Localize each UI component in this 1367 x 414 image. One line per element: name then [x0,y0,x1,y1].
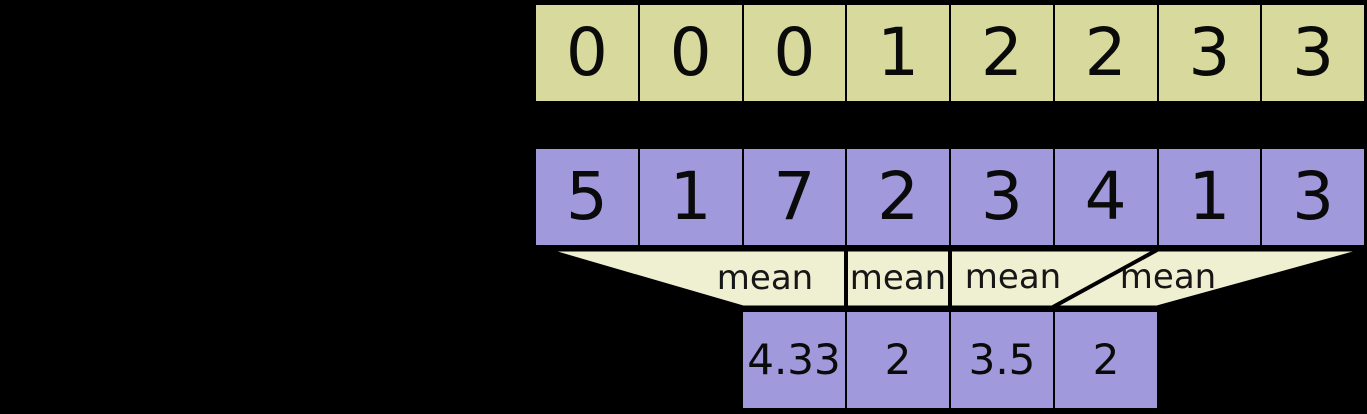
mean-label: mean [849,258,947,298]
input-cell: 2 [845,147,951,247]
index-cell: 0 [534,3,640,103]
index-cell: 3 [1156,3,1263,103]
output-cell: 4.33 [741,310,847,410]
mean-label: mean [716,258,814,298]
output-cell: 2 [845,310,951,410]
input-cell: 1 [1156,147,1263,247]
index-cell: 2 [949,3,1055,103]
input-cell: 5 [534,147,640,247]
index-cell: 2 [1052,3,1159,103]
index-cell: 0 [637,3,744,103]
mean-label: mean [1119,257,1217,297]
output-cell: 2 [1053,310,1159,410]
input-cell: 7 [741,147,848,247]
index-row: 0 0 0 1 2 2 3 3 [534,3,1366,103]
input-cell: 3 [949,147,1055,247]
funnel-outline [546,248,1365,309]
input-cell: 4 [1052,147,1159,247]
index-cell: 3 [1260,3,1366,103]
input-row: 5 1 7 2 3 4 1 3 [534,147,1366,247]
index-cell: 0 [741,3,848,103]
input-cell: 3 [1260,147,1366,247]
output-row: 4.33 2 3.5 2 [741,310,1159,410]
input-cell: 1 [637,147,744,247]
index-cell: 1 [845,3,951,103]
output-cell: 3.5 [949,310,1055,410]
mean-label: mean [964,257,1062,297]
